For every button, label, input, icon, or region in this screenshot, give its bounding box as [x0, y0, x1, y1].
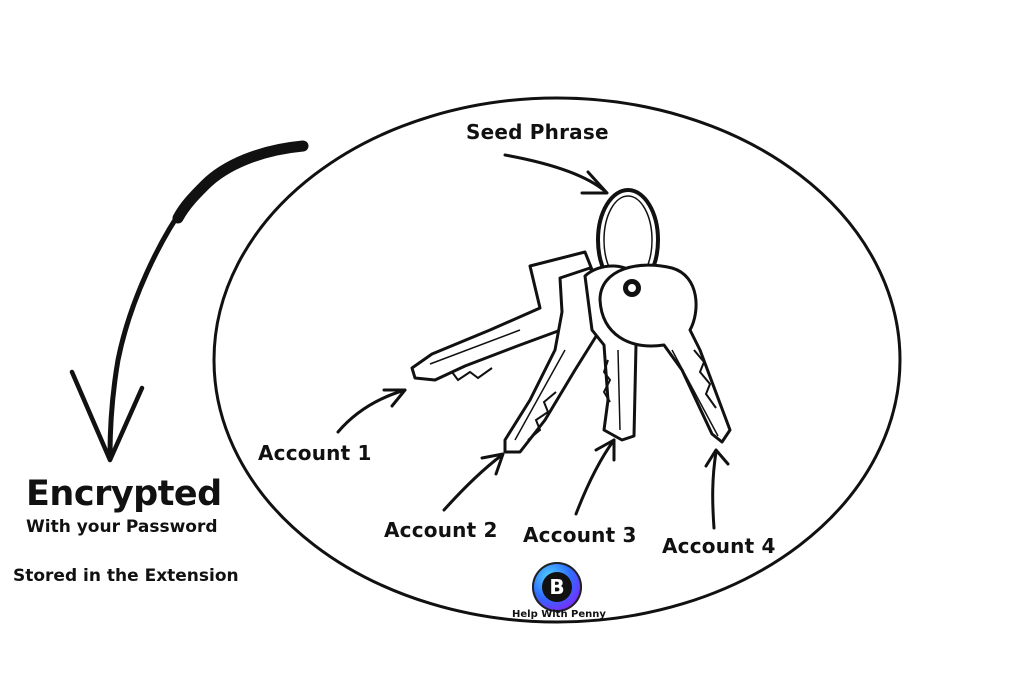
- storage-note: Stored in the Extension: [13, 566, 239, 586]
- boundary-ellipse: [212, 96, 902, 624]
- arrow-icon: [442, 452, 505, 512]
- logo-caption: Help With Penny: [512, 609, 606, 620]
- logo-letter: B: [542, 572, 572, 602]
- encrypted-title: Encrypted: [26, 474, 222, 514]
- curved-arrow-icon: [69, 140, 309, 463]
- arrow-icon: [704, 448, 730, 530]
- arrow-icon: [336, 388, 407, 434]
- encrypted-subtitle: With your Password: [26, 517, 218, 537]
- arrow-icon: [503, 153, 609, 195]
- account-4-label: Account 4: [662, 534, 776, 558]
- account-3-label: Account 3: [523, 523, 637, 547]
- account-1-label: Account 1: [258, 441, 372, 465]
- account-2-label: Account 2: [384, 518, 498, 542]
- key-icon: [598, 263, 732, 444]
- arrow-icon: [574, 438, 616, 516]
- seed-phrase-label: Seed Phrase: [466, 120, 609, 144]
- logo-icon: B: [532, 562, 582, 612]
